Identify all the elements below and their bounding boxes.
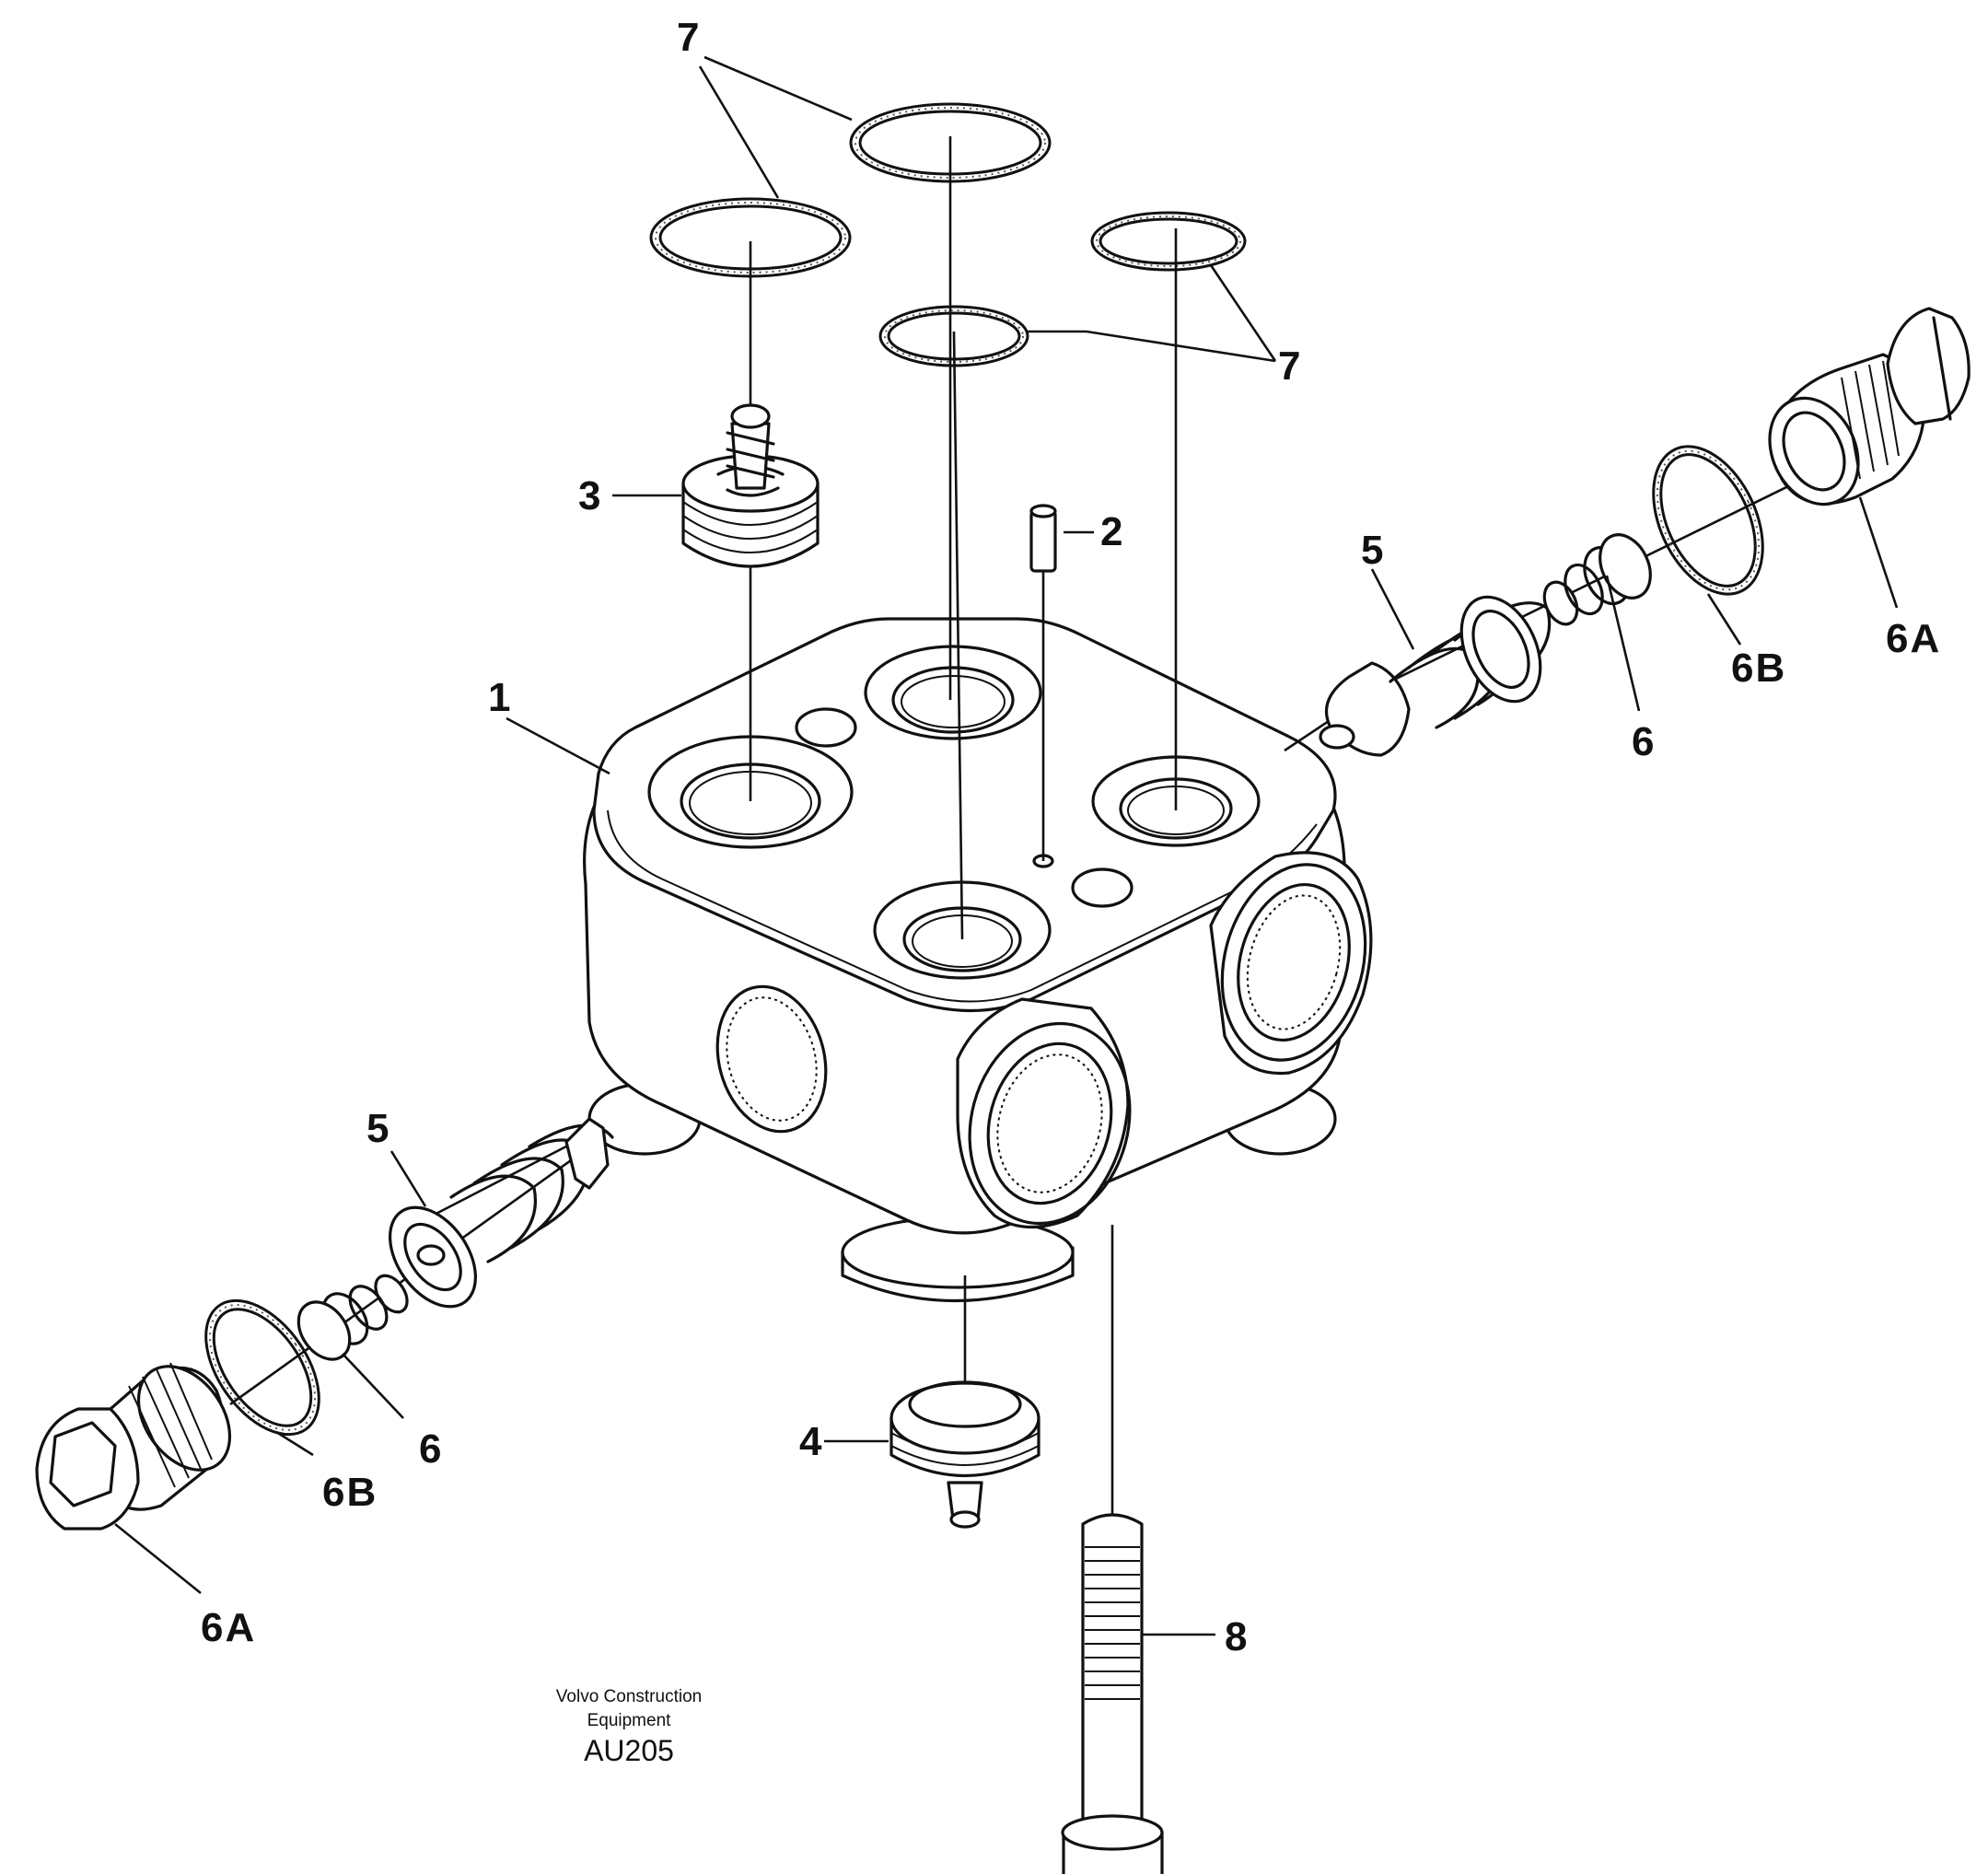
callout-leaders (114, 55, 1899, 1636)
washer-left (204, 1298, 320, 1437)
plug-left (35, 1362, 232, 1531)
callout-spring-valve-left: 5 (366, 1106, 390, 1151)
upper-valve (681, 403, 820, 568)
left-side-assembly (35, 1117, 614, 1531)
callout-pin: 2 (1100, 509, 1124, 554)
plug-right (1768, 307, 1971, 506)
right-side-assembly (1319, 307, 1971, 757)
side-port-front-right (956, 997, 1132, 1229)
callout-plug-left: 6A (201, 1605, 256, 1650)
callout-washer-right: 6B (1731, 646, 1786, 691)
callout-spring-left: 6 (419, 1426, 443, 1472)
callout-lower-valve: 4 (799, 1419, 823, 1464)
side-port-left (715, 984, 828, 1134)
top-port-back (864, 645, 1042, 740)
callout-labels: 7 7 1 2 3 5 6 6B 6A 5 6 6B 6A 4 8 (201, 15, 1941, 1659)
callout-spring-valve-right: 5 (1361, 528, 1385, 573)
callout-washer-left: 6B (322, 1470, 378, 1515)
credit-line-1: Volvo Construction (556, 1687, 702, 1706)
spring-valve-left (388, 1117, 614, 1309)
small-spring-right (1542, 533, 1652, 626)
callout-upper-valve: 3 (578, 473, 602, 518)
washer-right (1652, 445, 1764, 596)
callout-plug-right: 6A (1886, 616, 1941, 661)
credit-block: Volvo Construction Equipment AU205 (556, 1687, 702, 1767)
bolt (1061, 1513, 1164, 1874)
pin (1029, 504, 1057, 573)
spring-valve-right (1319, 595, 1552, 757)
lower-valve (889, 1380, 1041, 1529)
callout-valve-body: 1 (488, 675, 512, 720)
credit-line-2: Equipment (587, 1711, 672, 1730)
callout-seal-right: 7 (1278, 343, 1302, 389)
callout-bolt: 8 (1225, 1614, 1249, 1659)
valve-body (583, 617, 1373, 1303)
side-port-back-right (1209, 851, 1373, 1076)
callout-spring-right: 6 (1632, 719, 1656, 764)
callout-seal-top: 7 (677, 15, 701, 60)
drawing-code: AU205 (584, 1734, 674, 1767)
seal-ring-top-right (1090, 211, 1247, 272)
small-spring-left (296, 1274, 409, 1361)
seal-rings-group (649, 102, 1247, 367)
